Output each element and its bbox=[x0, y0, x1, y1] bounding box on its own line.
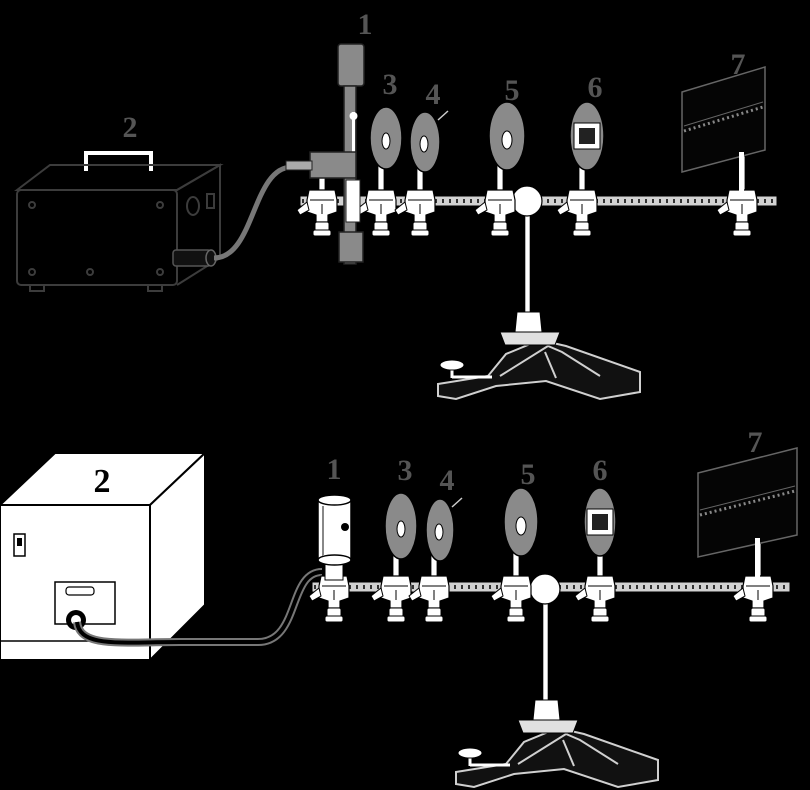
label-1-top: 1 bbox=[358, 8, 373, 41]
screen-bottom bbox=[698, 448, 797, 582]
power-supply-bottom: 2 bbox=[0, 453, 205, 660]
label-7-bottom: 7 bbox=[748, 426, 763, 459]
disk-3-bottom bbox=[385, 493, 417, 559]
power-supply-side-face bbox=[177, 165, 220, 285]
screen-top bbox=[682, 67, 765, 196]
label-2-top: 2 bbox=[123, 111, 138, 144]
bottom-setup: 2 bbox=[0, 426, 797, 787]
label-5-bottom: 5 bbox=[521, 458, 536, 491]
fuse bbox=[66, 587, 94, 595]
label-6-bottom: 6 bbox=[593, 454, 608, 487]
power-supply-top-face bbox=[17, 165, 220, 190]
power-supply-front-face bbox=[17, 190, 177, 285]
label-4-bottom: 4 bbox=[440, 464, 455, 497]
power-supply-handle bbox=[86, 153, 151, 171]
disk-5-top bbox=[489, 102, 525, 170]
label-3-top: 3 bbox=[383, 68, 398, 101]
lamp-bottom bbox=[318, 495, 351, 580]
label-3-bottom: 3 bbox=[398, 454, 413, 487]
label-5-top: 5 bbox=[505, 74, 520, 107]
stand-top bbox=[438, 186, 640, 399]
cable-top bbox=[214, 167, 292, 258]
label-1-bottom: 1 bbox=[327, 453, 342, 486]
label-7-top: 7 bbox=[731, 48, 746, 81]
disk-6-bottom bbox=[584, 488, 616, 556]
disk-3-top bbox=[370, 107, 402, 169]
stand-bottom bbox=[456, 574, 658, 787]
label-4-top: 4 bbox=[426, 78, 441, 111]
disk-5-bottom bbox=[504, 488, 538, 556]
label-2-bottom: 2 bbox=[94, 463, 111, 500]
top-setup: 1 2 3 4 5 6 7 bbox=[17, 8, 777, 399]
power-supply-top bbox=[17, 153, 220, 291]
disk-6-top bbox=[570, 102, 604, 170]
disk-4-bottom bbox=[426, 498, 462, 561]
disk-4-top bbox=[410, 111, 448, 172]
label-6-top: 6 bbox=[588, 71, 603, 104]
